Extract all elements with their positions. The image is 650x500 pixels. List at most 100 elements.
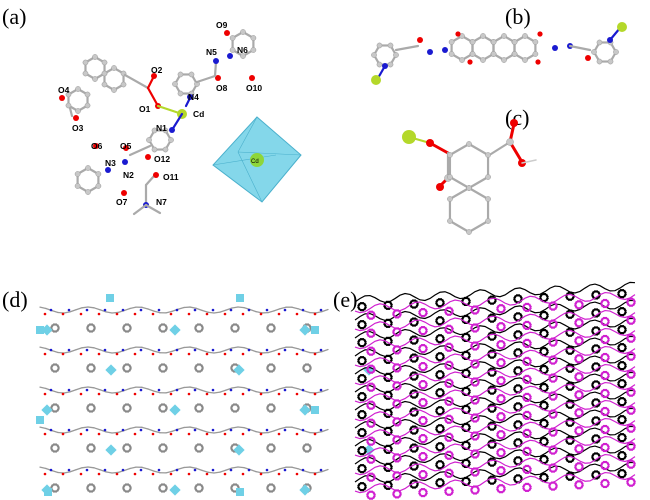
nitrogen-atom [121,428,125,432]
bond [86,363,90,369]
bond [623,329,627,334]
bond [50,367,54,373]
bond [272,363,276,369]
bond [398,349,402,354]
bond [415,447,419,453]
cd-polyhedron [36,416,44,424]
bond [200,367,204,373]
bond [122,483,126,489]
bond [580,318,584,324]
bond [291,386,299,390]
carbon-atom [85,189,91,195]
oxygen-atom [277,432,281,436]
cd-polyhedron [233,364,245,376]
nitrogen-atom [427,49,433,55]
bond [418,416,422,422]
bond [632,301,636,307]
framework-strand [354,371,636,394]
bond [522,321,526,326]
bond [383,430,387,436]
interpenetrated-net-view [354,281,636,500]
oxygen-atom [43,392,47,396]
bond [372,422,376,428]
bond [435,442,439,448]
bond [363,464,367,470]
bond [545,401,549,407]
bond [565,349,569,355]
bond [513,388,517,393]
bond [617,347,621,352]
carbon-atom [95,183,102,189]
bond [435,334,439,340]
bond [366,332,370,338]
bond [321,348,329,353]
bond [519,294,523,300]
oxygen-atom [169,352,173,356]
bond [470,435,474,441]
framework-strand [354,317,636,340]
framework-strand [354,389,636,412]
bond [424,434,428,440]
bond [424,366,428,371]
bond [487,317,491,323]
bond [632,427,636,433]
bond [617,307,621,313]
cd-polyhedron [106,294,114,302]
bond [189,386,197,389]
bond [632,388,636,393]
bond [617,343,621,349]
bond [626,478,630,483]
bond [418,438,422,443]
bond [141,306,149,310]
bond [580,394,584,399]
nitrogen-atom [169,127,175,133]
bond [409,408,413,413]
oxygen-atom [259,432,263,436]
bond [623,419,627,424]
bond [392,439,396,444]
bond [606,407,610,413]
bond [231,346,239,349]
bond [200,483,204,489]
bond [418,330,422,335]
bond [86,447,90,453]
bond [545,386,549,392]
bond [418,362,422,368]
bond [623,433,627,439]
carbon-atom [376,42,383,49]
bond [470,449,474,455]
bond [272,483,276,489]
bond [237,426,245,429]
carbon-atom [95,171,102,177]
bond [50,483,54,489]
bond [424,456,428,461]
bond [580,484,584,489]
bond [50,403,54,409]
carbon-atom [188,71,195,78]
bond [487,335,491,341]
bond [93,427,101,431]
bond [522,450,526,456]
nitrogen-atom [301,468,305,472]
carbon-atom [522,57,528,63]
nitrogen-atom [103,388,107,392]
bond [513,294,517,300]
framework-strand [354,399,636,422]
bond [165,350,173,354]
bond [580,466,584,471]
bond [441,356,445,361]
bond [236,403,240,409]
nitrogen-atom [283,348,287,352]
atom-label-n1: N1 [156,123,167,133]
bond [444,343,448,348]
bond [632,460,636,465]
bond [450,469,454,474]
bond [418,452,422,458]
bond [398,399,402,405]
bond [496,322,500,328]
bond [213,351,221,354]
bond [449,220,470,233]
bond [409,390,413,395]
bond [493,335,497,341]
bond [528,450,532,456]
